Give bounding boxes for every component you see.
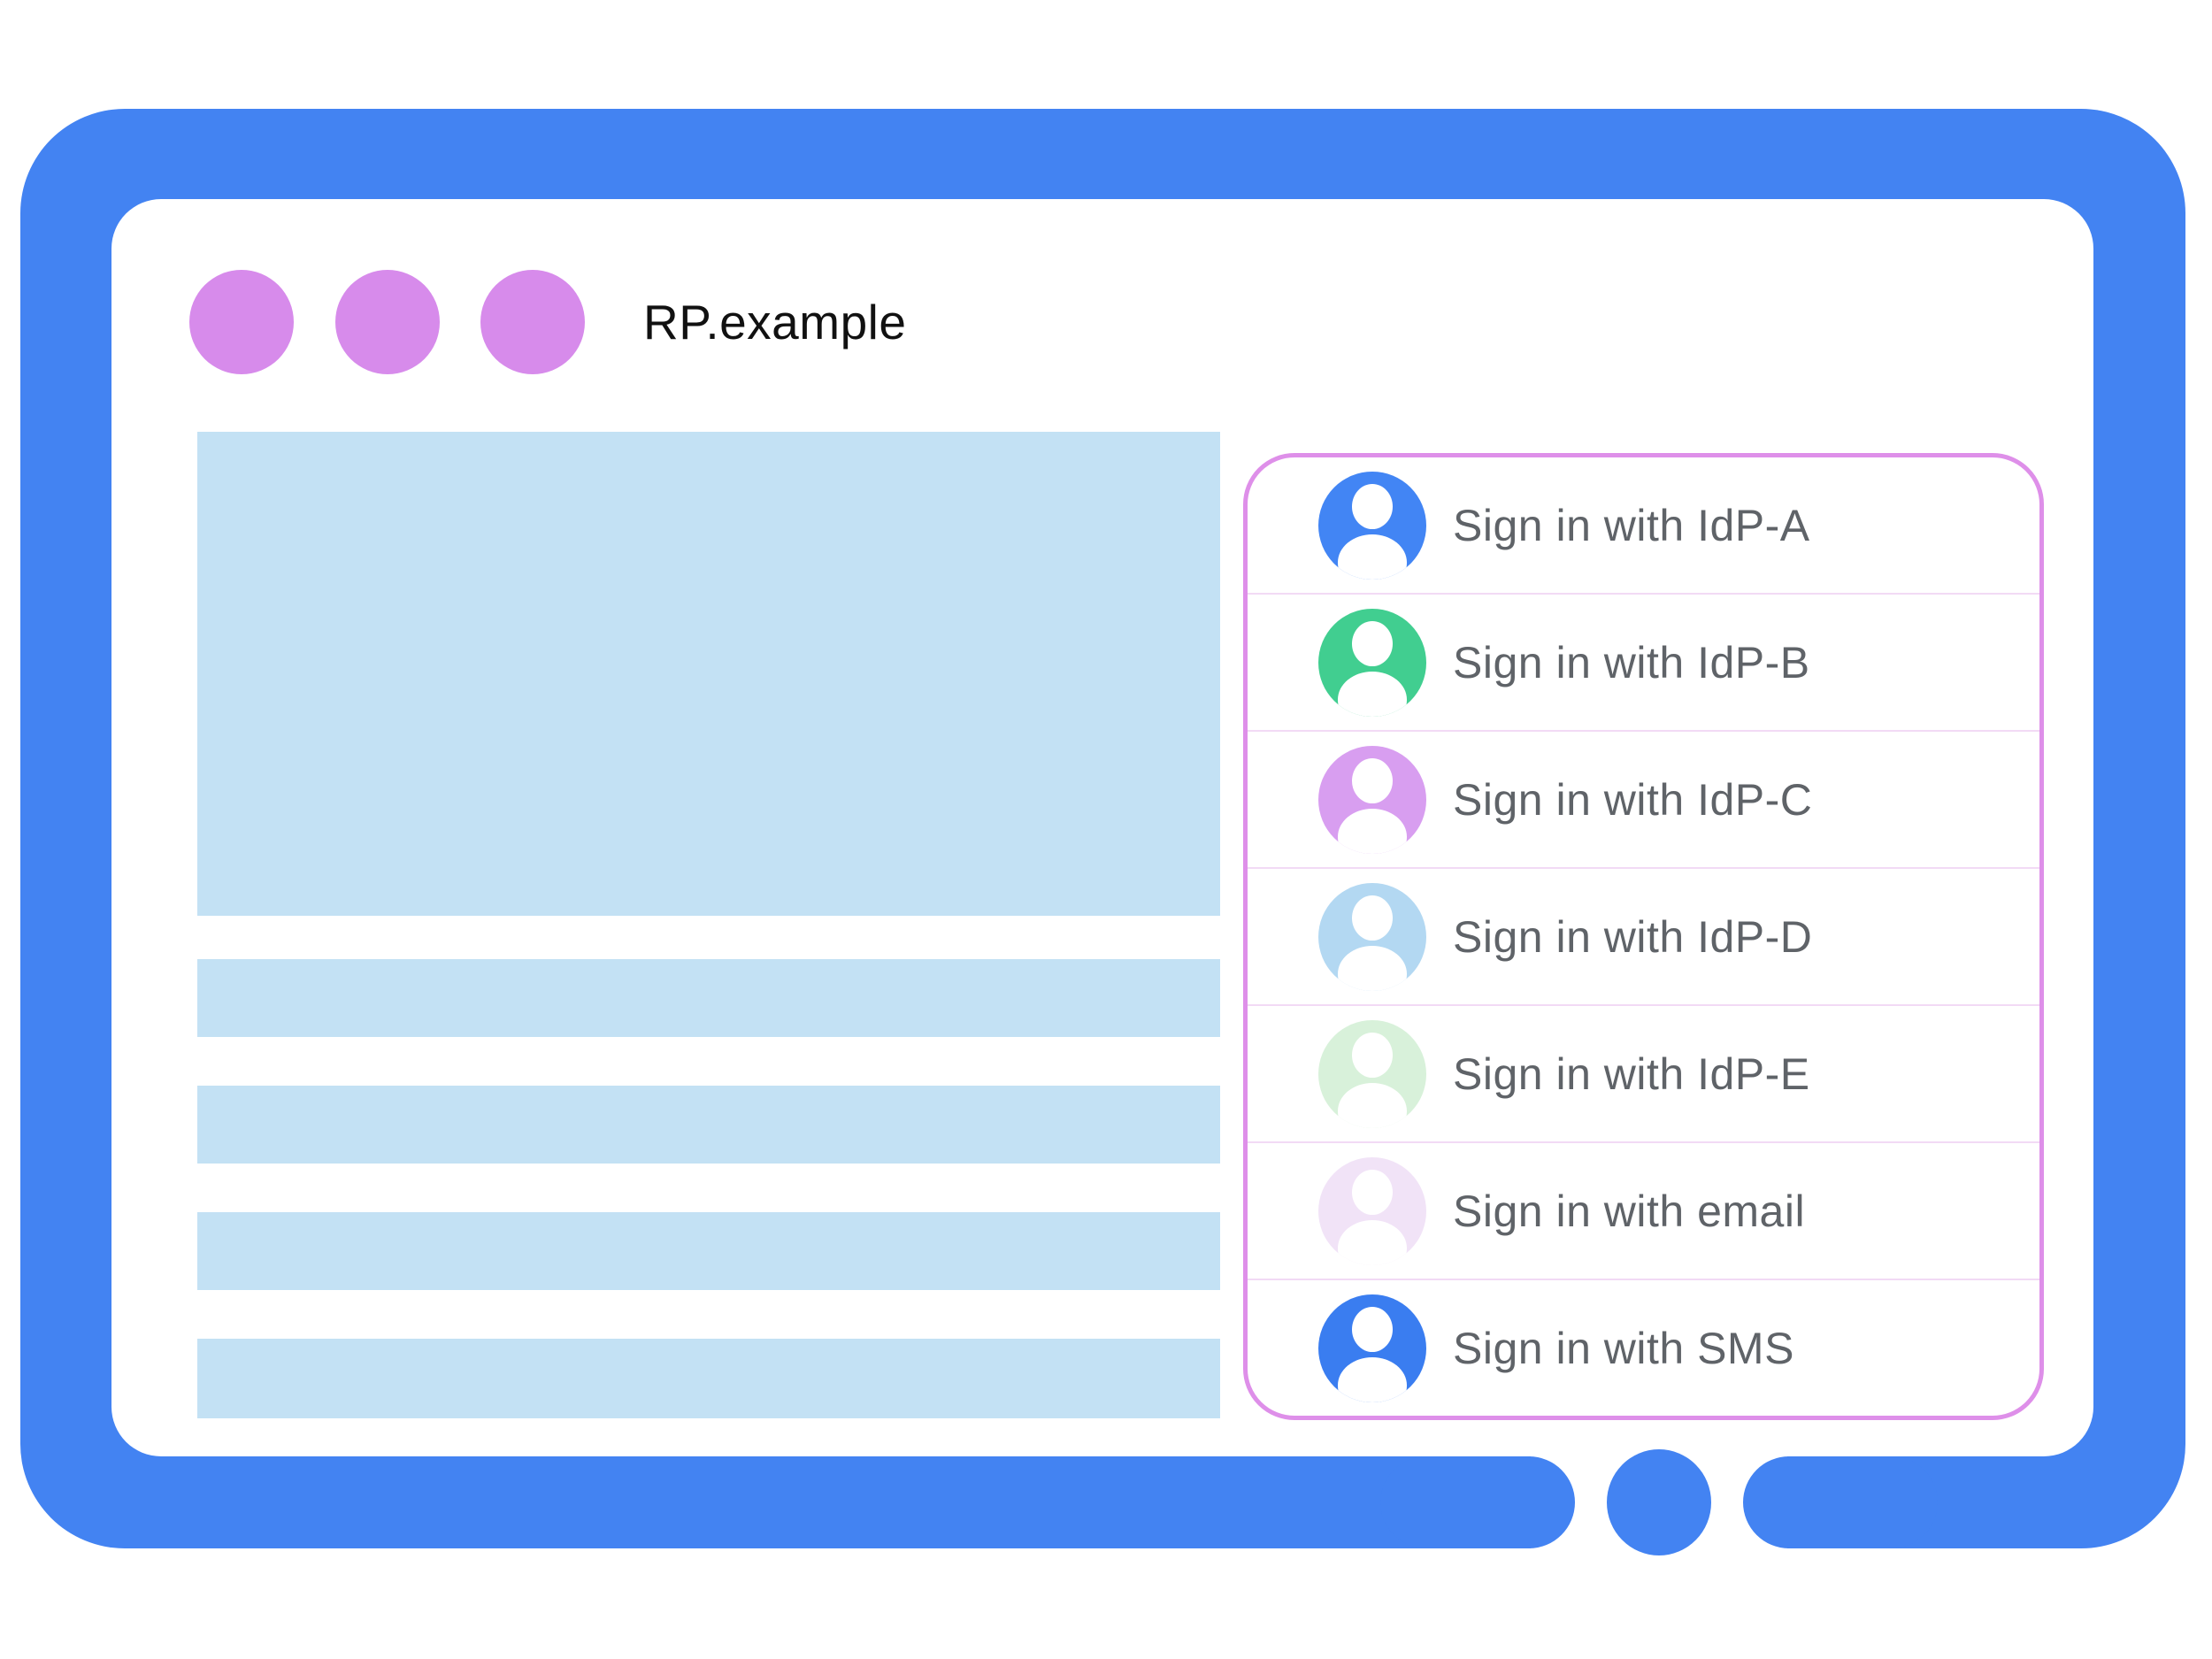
signin-option-label: Sign in with email [1453, 1186, 1806, 1236]
avatar-torso [1337, 1220, 1408, 1265]
signin-option-label: Sign in with IdP-B [1453, 637, 1810, 687]
avatar-head [1351, 895, 1394, 941]
account-circle-icon [1318, 745, 1426, 854]
avatar-torso [1337, 1083, 1408, 1128]
signin-option-idp-e[interactable]: Sign in with IdP-E [1248, 1004, 2039, 1141]
signin-option-label: Sign in with SMS [1453, 1323, 1794, 1373]
page-title: RP.example [643, 295, 907, 349]
signin-option-idp-a[interactable]: Sign in with IdP-A [1248, 457, 2039, 593]
avatar-torso [1337, 1357, 1408, 1402]
account-circle-icon [1318, 1294, 1426, 1402]
signin-option-idp-b[interactable]: Sign in with IdP-B [1248, 593, 2039, 730]
avatar-torso [1337, 534, 1408, 580]
window-control-dot-icon [189, 270, 294, 374]
window-control-dot-icon [480, 270, 585, 374]
frame-bottom-bar-right-end [1743, 1456, 1938, 1548]
content-placeholder-bar [197, 1339, 1220, 1418]
avatar-head [1351, 758, 1394, 804]
avatar-head [1351, 484, 1394, 530]
content-placeholder-bar [197, 1212, 1220, 1290]
home-button-dot [1607, 1449, 1711, 1555]
account-circle-icon [1318, 1019, 1426, 1128]
avatar-head [1351, 1307, 1394, 1353]
account-circle-icon [1318, 1156, 1426, 1265]
signin-panel: Sign in with IdP-A Sign in with IdP-B Si… [1243, 453, 2044, 1420]
content-placeholder-bar [197, 1086, 1220, 1164]
content-placeholder-block [197, 432, 1220, 916]
signin-option-email[interactable]: Sign in with email [1248, 1141, 2039, 1279]
avatar-head [1351, 1170, 1394, 1216]
account-circle-icon [1318, 471, 1426, 580]
signin-option-sms[interactable]: Sign in with SMS [1248, 1279, 2039, 1416]
signin-option-idp-c[interactable]: Sign in with IdP-C [1248, 730, 2039, 867]
signin-option-idp-d[interactable]: Sign in with IdP-D [1248, 867, 2039, 1004]
frame-bottom-bar-left-end [1380, 1456, 1575, 1548]
avatar-head [1351, 621, 1394, 667]
avatar-torso [1337, 809, 1408, 854]
signin-option-label: Sign in with IdP-A [1453, 500, 1810, 550]
account-circle-icon [1318, 882, 1426, 991]
window-control-dot-icon [335, 270, 440, 374]
signin-option-label: Sign in with IdP-E [1453, 1048, 1810, 1099]
avatar-torso [1337, 672, 1408, 717]
content-placeholder-bar [197, 959, 1220, 1037]
account-circle-icon [1318, 608, 1426, 717]
avatar-head [1351, 1033, 1394, 1079]
signin-option-label: Sign in with IdP-C [1453, 774, 1813, 825]
avatar-torso [1337, 946, 1408, 991]
signin-option-label: Sign in with IdP-D [1453, 911, 1813, 962]
